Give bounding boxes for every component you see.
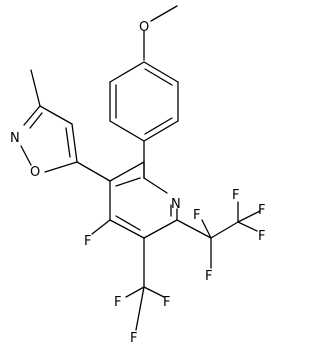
bond-isox-n-c3 — [23, 105, 41, 126]
bond-isox-inner-1 — [29, 112, 43, 129]
bond-py-c6-c5 — [143, 219, 178, 239]
bond-c6-cf2 — [176, 219, 212, 239]
bond-methyl-o — [150, 5, 178, 22]
atom-f-c2f5-e: F — [258, 203, 265, 218]
bond-isox-methyl — [30, 69, 41, 107]
bond-ph-6 — [109, 61, 145, 83]
bond-isox-c3-c4 — [39, 105, 73, 125]
atom-f-c2f5-a: F — [205, 269, 212, 284]
bond-py-inner-1 — [115, 177, 141, 187]
bond-ph-3 — [143, 120, 179, 142]
bond-py-c3-c2 — [109, 161, 145, 182]
atom-f-c2f5-d: F — [258, 229, 265, 244]
bond-ph-inner-2 — [144, 117, 173, 135]
bond-ph-1 — [143, 61, 179, 83]
bond-isox-inner-2 — [65, 127, 71, 158]
bond-py-isox — [76, 161, 111, 182]
atom-f-c2f5-c: F — [232, 188, 239, 203]
structure-canvas: O N N O F F F F F F F F F — [10, 5, 265, 346]
molecule-structure: O N N O F F F F F F F F F — [10, 5, 265, 346]
atom-o-isoxazole: O — [30, 165, 40, 180]
atom-f-cf3-c: F — [130, 331, 137, 346]
bond-terminal-fb — [237, 221, 258, 232]
bond-isox-c4-c5 — [71, 123, 78, 163]
bond-py-inner-2 — [115, 215, 141, 231]
atom-n-isoxazole: N — [10, 131, 20, 146]
atom-f-cf3-b: F — [114, 295, 121, 310]
atom-o-methoxy: O — [139, 20, 149, 35]
atom-f-cf3-a: F — [163, 295, 170, 310]
bond-py-c2-n — [143, 177, 168, 194]
atom-n-pyridine: N — [171, 197, 181, 212]
bond-ph-4 — [109, 120, 145, 142]
bond-cf2-fb — [201, 219, 212, 239]
bond-cf3-fa — [143, 286, 165, 298]
bond-cf3-fc — [135, 286, 145, 331]
bond-cf2-cf3 — [210, 221, 239, 239]
bond-py-c5-c4 — [109, 219, 145, 239]
atom-f-ring: F — [84, 234, 91, 249]
bond-terminal-fc — [237, 210, 261, 223]
bond-cf3-fb — [125, 286, 145, 298]
atom-f-c2f5-b: F — [193, 208, 200, 223]
bond-isox-o-n — [20, 145, 32, 166]
bond-c4-f — [91, 219, 111, 235]
bond-ph-inner-1 — [144, 68, 173, 86]
bond-isox-c5-o — [44, 161, 78, 173]
